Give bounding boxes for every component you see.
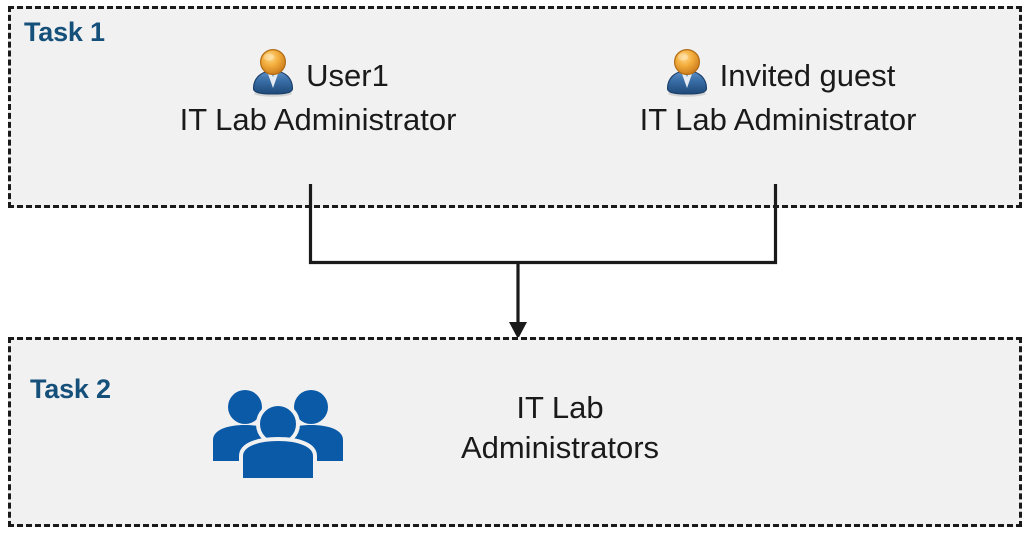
person-user1-role: IT Lab Administrator	[179, 102, 457, 137]
person-invited-guest-headline: Invited guest	[578, 48, 978, 100]
task-1-container	[8, 6, 1022, 208]
person-invited-guest-name: Invited guest	[719, 57, 896, 93]
group-name-line-2: Administrators	[460, 429, 660, 465]
person-invited-guest: Invited guest IT Lab Administrator	[578, 48, 978, 137]
task-1-label: Task 1	[24, 17, 105, 47]
person-user1-headline: User1	[128, 48, 508, 100]
user-icon	[247, 47, 299, 104]
person-user1-name: User1	[306, 57, 389, 93]
task-2-label: Task 2	[30, 374, 111, 404]
group-name-label: IT Lab Administrators	[400, 388, 720, 467]
person-user1: User1 IT Lab Administrator	[128, 48, 508, 137]
group-of-people-icon	[208, 386, 348, 487]
user-icon	[661, 47, 713, 104]
group-name-line-1: IT Lab	[516, 390, 604, 425]
person-invited-guest-role: IT Lab Administrator	[639, 102, 917, 137]
task-2-container	[8, 337, 1022, 527]
